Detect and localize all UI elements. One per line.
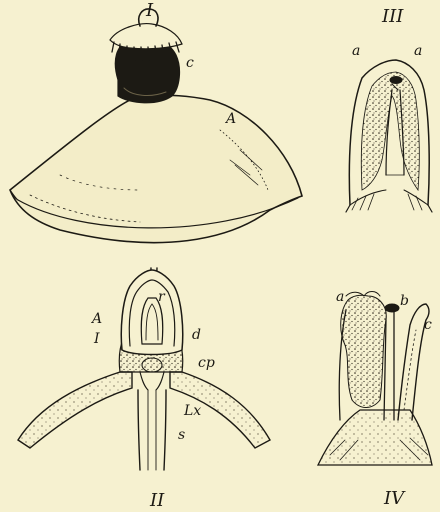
fig1-crown [110, 24, 182, 49]
figure-2-drawing [18, 270, 270, 470]
fig2-label-d: d [192, 328, 201, 342]
fig2-label-A: A [92, 312, 102, 326]
fig1-label-c: c [186, 56, 194, 70]
fig4-spore-mass [341, 295, 387, 407]
fig4-label-b: b [400, 294, 409, 308]
fig4-label-a: a [336, 290, 344, 304]
fig2-label-I: I [94, 332, 100, 346]
figure-1-number: I [146, 2, 153, 20]
fig2-stalk [138, 390, 166, 470]
fig4-base [318, 410, 432, 465]
fig2-label-s: s [178, 428, 185, 442]
fig4-label-c: c [424, 318, 432, 332]
fig1-bell [10, 95, 302, 242]
fig2-left-arm [18, 372, 132, 448]
fig3-label-a-right: a [414, 44, 422, 58]
figure-4-drawing [318, 292, 432, 466]
figure-2-number: II [150, 492, 164, 510]
fig3-tissue [361, 72, 419, 190]
fig2-label-cp: cp [198, 356, 215, 370]
fig2-label-Lx: Lx [184, 404, 201, 418]
figure-3-number: III [382, 8, 403, 26]
fig1-label-A: A [226, 112, 236, 126]
figure-3-drawing [346, 60, 432, 212]
fig3-label-a-left: a [352, 44, 360, 58]
fig2-label-r: r [158, 290, 165, 304]
figure-4-number: IV [384, 490, 404, 508]
